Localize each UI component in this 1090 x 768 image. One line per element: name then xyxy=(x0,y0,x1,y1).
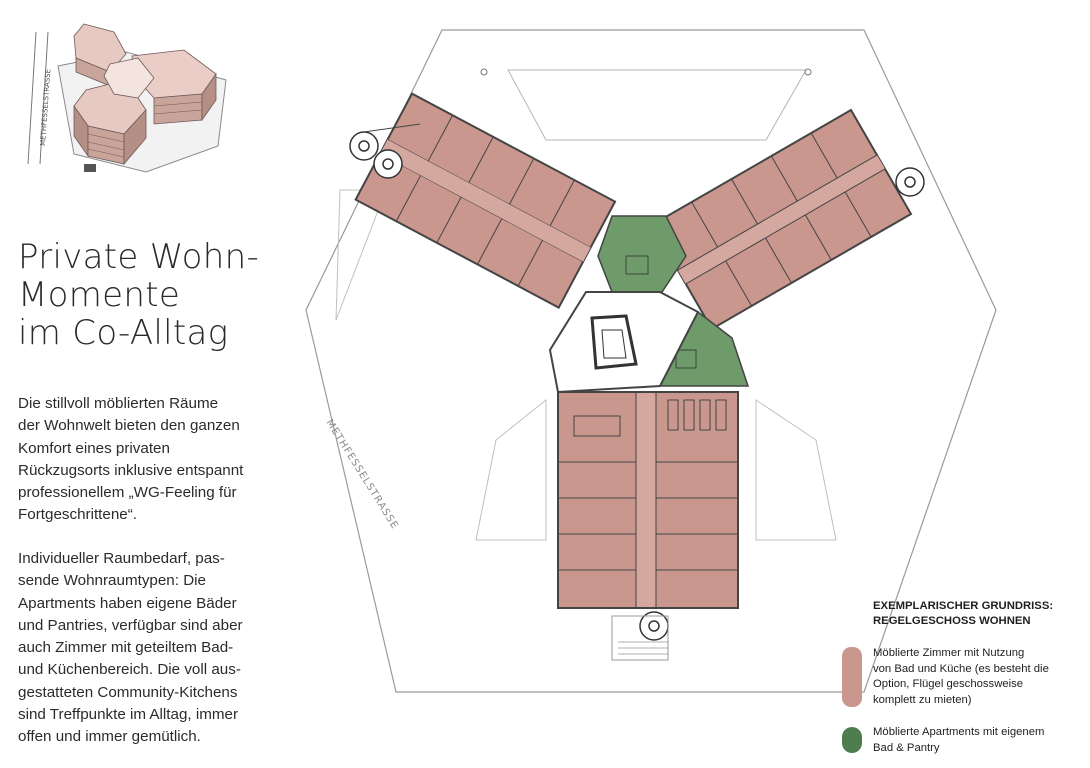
headline: Private Wohn- Momente im Co-Alltag xyxy=(18,238,298,352)
legend-line: von Bad und Küche (es besteht die xyxy=(873,662,1049,675)
floor-plan: METHFESSELSTRASSE xyxy=(305,29,997,693)
legend-title-line: REGELGESCHOSS WOHNEN xyxy=(873,615,1031,627)
plan-street-label: METHFESSELSTRASSE xyxy=(323,418,400,532)
paragraph-intro: Die stillvoll möblierten Räume der Wohnw… xyxy=(18,393,278,527)
paragraph-line: gestatteten Community-Kitchens xyxy=(18,683,238,701)
wing-bottom xyxy=(557,391,739,609)
paragraph-line: und Küchenbereich. Die voll aus- xyxy=(18,661,241,679)
legend-title: EXEMPLARISCHER GRUNDRISS: REGELGESCHOSS … xyxy=(873,599,1073,629)
paragraph-line: Apartments haben eigene Bäder xyxy=(18,594,237,612)
building-thumbnail: METHFESSELSTRASSE xyxy=(27,23,227,173)
paragraph-line: sind Treffpunkte im Alltag, immer xyxy=(18,706,239,724)
thumbnail-street-label: METHFESSELSTRASSE xyxy=(39,69,52,146)
paragraph-line: Komfort eines privaten xyxy=(18,439,170,457)
paragraph-line: Fortgeschrittene“. xyxy=(18,506,138,524)
headline-line: im Co-Alltag xyxy=(18,313,229,353)
legend-line: Möblierte Apartments mit eigenem xyxy=(873,726,1045,738)
paragraph-line: auch Zimmer mit geteiltem Bad- xyxy=(18,639,234,657)
legend-title-line: EXEMPLARISCHER GRUNDRISS: xyxy=(873,600,1054,612)
paragraph-line: offen und immer gemütlich. xyxy=(18,728,201,746)
headline-line: Private Wohn- xyxy=(18,237,260,277)
wing-right xyxy=(650,108,913,331)
wing-left xyxy=(354,92,617,309)
legend-line: Option, Flügel geschossweise xyxy=(873,678,1024,690)
legend-item-apartments: Möblierte Apartments mit eigenem Bad & P… xyxy=(873,725,1083,756)
paragraph-line: der Wohnwelt bieten den ganzen xyxy=(18,417,240,435)
legend-swatch-rooms xyxy=(842,647,862,707)
spiral-stair-icon xyxy=(349,131,925,641)
legend-swatch-apartments xyxy=(842,727,862,753)
paragraph-line: und Pantries, verfügbar sind aber xyxy=(18,616,243,634)
legend-line: Bad & Pantry xyxy=(873,741,940,754)
paragraph-line: sende Wohnraumtypen: Die xyxy=(18,572,206,590)
legend-line: komplett zu mieten) xyxy=(873,693,972,706)
paragraph-line: Individueller Raumbedarf, pas- xyxy=(18,550,225,567)
paragraph-details: Individueller Raumbedarf, pas- sende Woh… xyxy=(18,548,278,749)
headline-line: Momente xyxy=(18,275,181,315)
paragraph-line: professionellem „WG-Feeling für xyxy=(18,484,237,502)
paragraph-line: Die stillvoll möblierten Räume xyxy=(18,395,219,412)
site-outline xyxy=(305,29,997,693)
paragraph-line: Rückzugsorts inklusive entspannt xyxy=(18,461,244,479)
legend-item-rooms: Möblierte Zimmer mit Nutzung von Bad und… xyxy=(873,646,1083,708)
legend-line: Möblierte Zimmer mit Nutzung xyxy=(873,647,1025,659)
